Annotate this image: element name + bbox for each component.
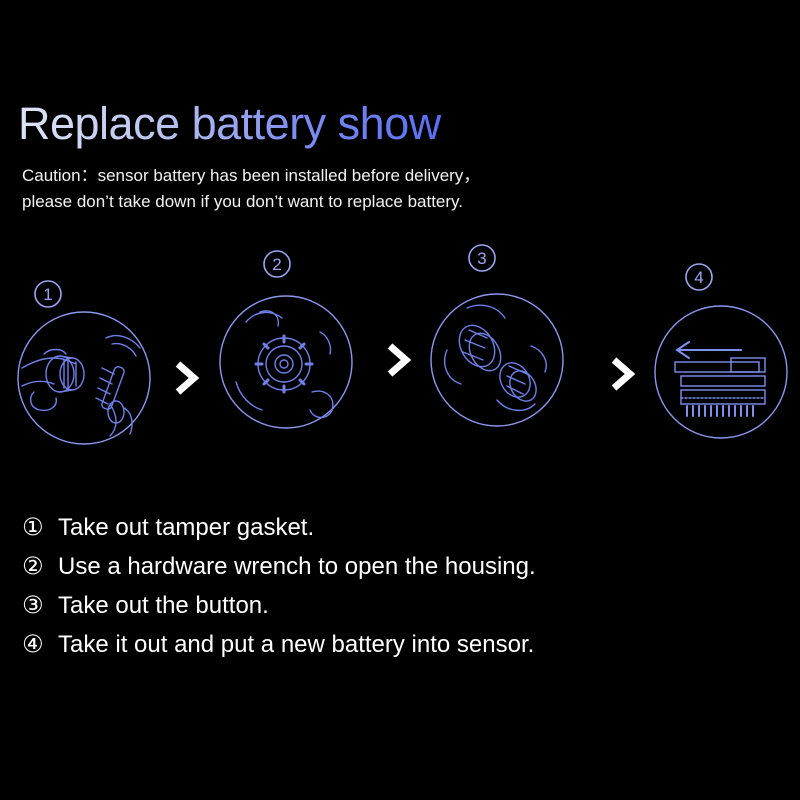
list-item: ④ Take it out and put a new battery into … (22, 625, 536, 664)
step-text: Take it out and put a new battery into s… (58, 631, 535, 658)
take-out-button-illustration (430, 293, 564, 427)
chevron-right-icon (387, 343, 412, 377)
remove-gasket-illustration (17, 311, 151, 445)
step-number-3-badge: 3 (468, 244, 496, 272)
caution-line-2: please don’t take down if you don’t want… (22, 192, 464, 211)
chevron-right-icon (611, 357, 636, 391)
svg-text:1: 1 (43, 285, 52, 304)
step-number-1-badge: 1 (34, 280, 62, 308)
list-item: ③ Take out the button. (22, 586, 536, 625)
list-item: ① Take out tamper gasket. (22, 508, 536, 547)
step-list: ① Take out tamper gasket. ② Use a hardware… (22, 508, 536, 664)
step-text: Use a hardware wrench to open the housin… (58, 553, 536, 580)
step-mark: ③ (22, 592, 44, 619)
svg-text:2: 2 (272, 255, 281, 274)
step-text: Take out the button. (58, 592, 269, 619)
page-title: Replace battery show (18, 98, 441, 149)
list-item: ② Use a hardware wrench to open the housi… (22, 547, 536, 586)
step-mark: ④ (22, 631, 44, 658)
insert-battery-illustration (654, 305, 788, 439)
svg-text:4: 4 (694, 268, 703, 287)
chevron-right-icon (175, 361, 200, 395)
caution-note: Caution：sensor battery has been installe… (22, 163, 480, 215)
step-mark: ① (22, 514, 44, 541)
wrench-housing-illustration (219, 295, 353, 429)
step-number-4-badge: 4 (685, 263, 713, 291)
step-mark: ② (22, 553, 44, 580)
step-text: Take out tamper gasket. (58, 514, 315, 541)
caution-line-1: Caution：sensor battery has been installe… (22, 166, 481, 185)
svg-text:3: 3 (477, 249, 486, 268)
step-number-2-badge: 2 (263, 250, 291, 278)
